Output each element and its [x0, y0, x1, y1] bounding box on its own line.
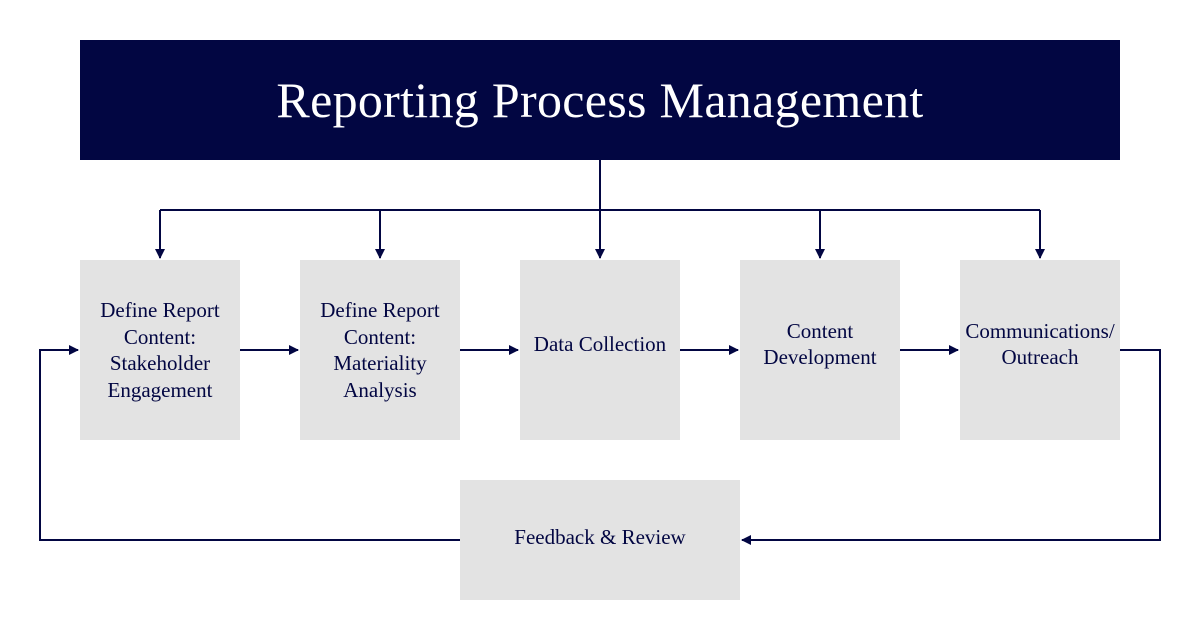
step-label-line: Define Report [100, 298, 220, 322]
arrow-comms-to-feedback [741, 349, 1161, 545]
header-banner: Reporting Process Management [80, 40, 1120, 160]
step-label-line: Data Collection [533, 331, 667, 356]
step-materiality-analysis: Define Report Content: Materiality Analy… [300, 260, 460, 440]
step-label-line: Stakeholder [109, 351, 211, 375]
step-communications-outreach: Communications/ Outreach [960, 260, 1120, 440]
step-label-line: Content: [123, 324, 197, 349]
step-label-line: Content [786, 318, 854, 343]
step-label-line: Outreach [1001, 345, 1079, 369]
step-content-development: Content Development [740, 260, 900, 440]
step-label-line: Analysis [343, 377, 417, 402]
arrow-feedback-to-stakeholder [39, 345, 460, 541]
step-feedback-review: Feedback & Review [460, 480, 740, 600]
step-label-line: Feedback & Review [514, 524, 686, 549]
step-label-line: Content: [343, 324, 417, 349]
step-label-line: Define Report [320, 298, 440, 322]
diagram-title: Reporting Process Management [276, 72, 924, 128]
step-label-line: Engagement [107, 377, 213, 402]
step-data-collection: Data Collection [520, 260, 680, 440]
step-label-line: Materiality [333, 351, 427, 375]
step-label-line: Communications/ [965, 318, 1115, 343]
step-label-line: Development [763, 345, 877, 369]
step-stakeholder-engagement: Define Report Content: Stakeholder Engag… [80, 260, 240, 440]
